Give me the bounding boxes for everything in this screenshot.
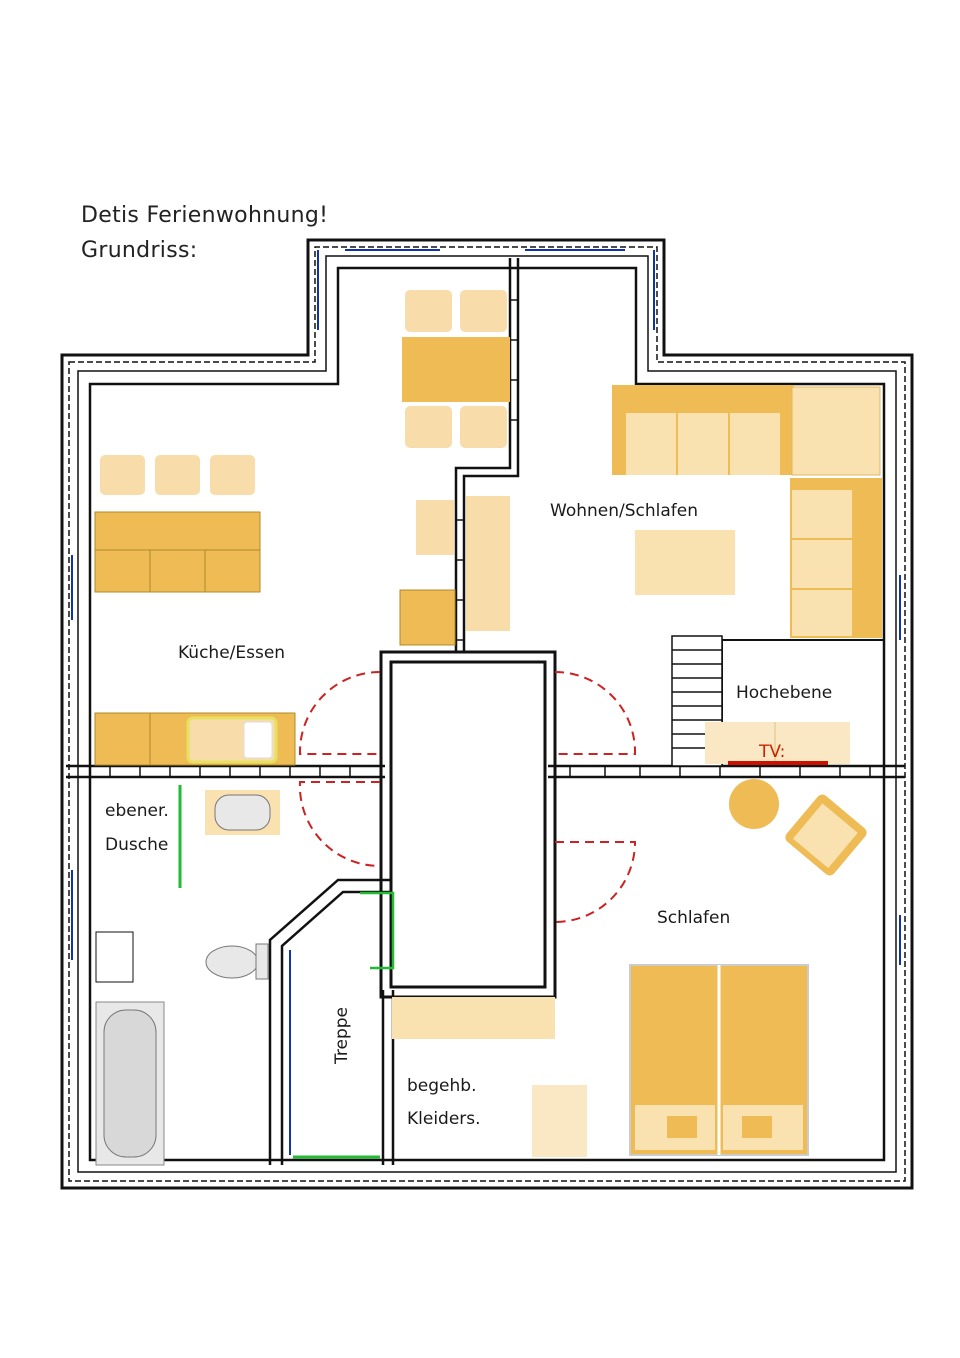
dining-table [94, 511, 261, 551]
interior-walls [66, 258, 905, 1165]
side-table [416, 500, 454, 555]
living-furniture [612, 385, 882, 638]
toilet [205, 945, 259, 979]
round-table [729, 779, 779, 829]
chair [405, 290, 452, 332]
sofa-seat [626, 413, 676, 475]
bench [204, 549, 261, 593]
chair [210, 455, 255, 495]
wall-hatching [109, 299, 871, 777]
tv-cabinet [705, 722, 850, 764]
coffee-table [635, 530, 735, 595]
outer-wall [60, 238, 914, 1190]
chair [405, 406, 452, 448]
chair [460, 406, 507, 448]
cabinet [399, 589, 456, 646]
pillow [742, 1116, 772, 1138]
sofa-seat [792, 540, 852, 588]
sideboard [466, 496, 510, 631]
stair-hall [289, 891, 395, 1159]
label-kueche: Küche/Essen [178, 643, 285, 663]
hochebene-area [671, 635, 850, 767]
bathtub [103, 1009, 157, 1158]
sofa-seat [792, 490, 852, 538]
label-kleiders-1: begehb. [407, 1076, 476, 1096]
plan-title: Detis Ferienwohnung! [81, 203, 329, 228]
sofa-seat [730, 413, 780, 475]
nook-furniture [399, 290, 510, 646]
bedroom-furniture [629, 779, 867, 1156]
pillow [667, 1116, 697, 1138]
chair [460, 290, 507, 332]
door-swings [298, 671, 637, 923]
label-hochebene: Hochebene [736, 683, 832, 703]
label-kleiders-2: Kleiders. [407, 1109, 481, 1129]
chair [100, 455, 145, 495]
label-schlafen: Schlafen [657, 908, 730, 928]
bench [149, 549, 206, 593]
chair [155, 455, 200, 495]
windows [71, 249, 901, 965]
plan-subtitle: Grundriss: [81, 238, 198, 263]
label-wohnen: Wohnen/Schlafen [550, 501, 698, 521]
label-tv: TV: [758, 742, 785, 762]
label-treppe: Treppe [332, 1007, 352, 1065]
nook-table [402, 337, 510, 402]
washbasin [214, 794, 271, 831]
dresser [532, 1085, 587, 1157]
label-dusche-2: Dusche [105, 835, 168, 855]
wardrobe-furniture [392, 997, 587, 1157]
label-dusche-1: ebener. [105, 801, 169, 821]
sofa-seat [792, 590, 852, 636]
bench [94, 549, 151, 593]
kitchen-furniture [94, 455, 296, 766]
armchair [791, 386, 881, 476]
shelf [392, 997, 555, 1039]
sofa-seat [678, 413, 728, 475]
bathroom-fixtures [95, 785, 280, 1166]
cabinet [95, 931, 134, 983]
